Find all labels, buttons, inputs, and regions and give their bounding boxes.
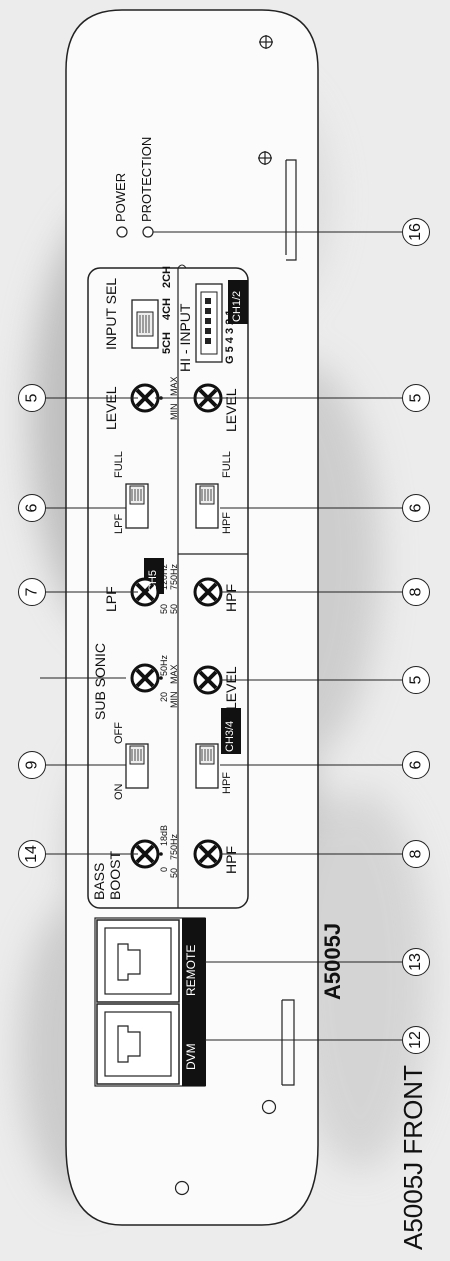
hi-input-connector <box>196 284 222 362</box>
level-ch34-min: MIN <box>170 692 179 709</box>
lpf-min: 50 <box>160 604 169 614</box>
callout-8-ch34: 8 <box>402 840 430 868</box>
sel-4ch: 4CH <box>162 298 173 320</box>
level-ch34-max: MAX <box>170 664 179 684</box>
level-min: MIN <box>170 404 179 421</box>
sel-2ch: 2CH <box>162 266 173 288</box>
ch5-label: CH5 <box>148 570 159 592</box>
power-led <box>117 227 127 237</box>
callout-7: 7 <box>18 578 46 606</box>
hpf-min: 50 <box>170 604 179 614</box>
protection-led <box>143 227 153 237</box>
bass-label: BASS <box>92 863 106 900</box>
bass-freq-max: 750Hz <box>170 834 179 860</box>
bass-freq-min: 50 <box>170 868 179 878</box>
level-label-ch12: LEVEL <box>224 388 238 432</box>
subsonic-label: SUB SONIC <box>93 643 107 720</box>
knob-level-ch34[interactable] <box>195 667 221 693</box>
callout-5-ch12: 5 <box>402 384 430 412</box>
hpf-switch-label-ch12: HPF <box>222 512 233 534</box>
ch34-label: CH3/4 <box>225 721 236 752</box>
lpf-switch-label: LPF <box>114 514 125 534</box>
hi-input-label: HI - INPUT <box>178 304 192 372</box>
callout-5-ch34: 5 <box>402 666 430 694</box>
knob-hpf-ch12[interactable] <box>195 579 221 605</box>
hpf-max: 750Hz <box>170 564 179 590</box>
full-switch-label-ch12: FULL <box>222 451 233 478</box>
callout-6-ch5: 6 <box>18 494 46 522</box>
callout-12: 12 <box>402 1026 430 1054</box>
knob-hpf-ch34[interactable] <box>195 841 221 867</box>
level-max: MAX <box>170 376 179 396</box>
hpf-switch-label-ch34: HPF <box>222 772 233 794</box>
sel-5ch: 5CH <box>162 332 173 354</box>
callout-5-ch5: 5 <box>18 384 46 412</box>
bass-boost-max: 18dB <box>160 825 169 846</box>
switch-hpf-ch12[interactable] <box>196 484 218 528</box>
hi-input-pins: G 5 4 3 2 1 <box>225 310 236 364</box>
level-label-ch34: LEVEL <box>224 666 238 710</box>
power-label: POWER <box>114 173 127 222</box>
switch-subsonic[interactable] <box>126 744 148 788</box>
subsonic-max: 50Hz <box>160 655 169 676</box>
full-switch-label-ch5: FULL <box>114 451 125 478</box>
input-sel-label: INPUT SEL <box>104 278 118 350</box>
callout-6-ch34: 6 <box>402 751 430 779</box>
lpf-max: 120Hz <box>160 564 169 590</box>
bass-boost-min: 0 <box>160 867 169 872</box>
switch-input-sel[interactable] <box>132 300 158 348</box>
hpf-knob-label-ch12: HPF <box>224 584 238 612</box>
off-label: OFF <box>114 722 125 744</box>
dvm-jack <box>97 1004 179 1084</box>
on-label: ON <box>114 784 125 801</box>
remote-label: REMOTE <box>185 945 197 996</box>
callout-16: 16 <box>402 218 430 246</box>
callout-6-ch12: 6 <box>402 494 430 522</box>
hpf-knob-label-ch34: HPF <box>224 846 238 874</box>
switch-lpf-full[interactable] <box>126 484 148 528</box>
callout-14: 14 <box>18 840 46 868</box>
switch-hpf-ch34[interactable] <box>196 744 218 788</box>
caption: A5005J FRONT <box>400 1065 426 1250</box>
dvm-label: DVM <box>185 1043 197 1070</box>
model-label: A5005J <box>322 923 344 1000</box>
remote-jack <box>97 920 179 1002</box>
callout-8-ch12: 8 <box>402 578 430 606</box>
level-label-ch5: LEVEL <box>104 386 118 430</box>
protection-label: PROTECTION <box>140 137 153 222</box>
subsonic-min: 20 <box>160 692 169 702</box>
boost-label: BOOST <box>108 851 122 900</box>
lpf-knob-label: LPF <box>104 586 118 612</box>
callout-13: 13 <box>402 948 430 976</box>
callout-9: 9 <box>18 751 46 779</box>
